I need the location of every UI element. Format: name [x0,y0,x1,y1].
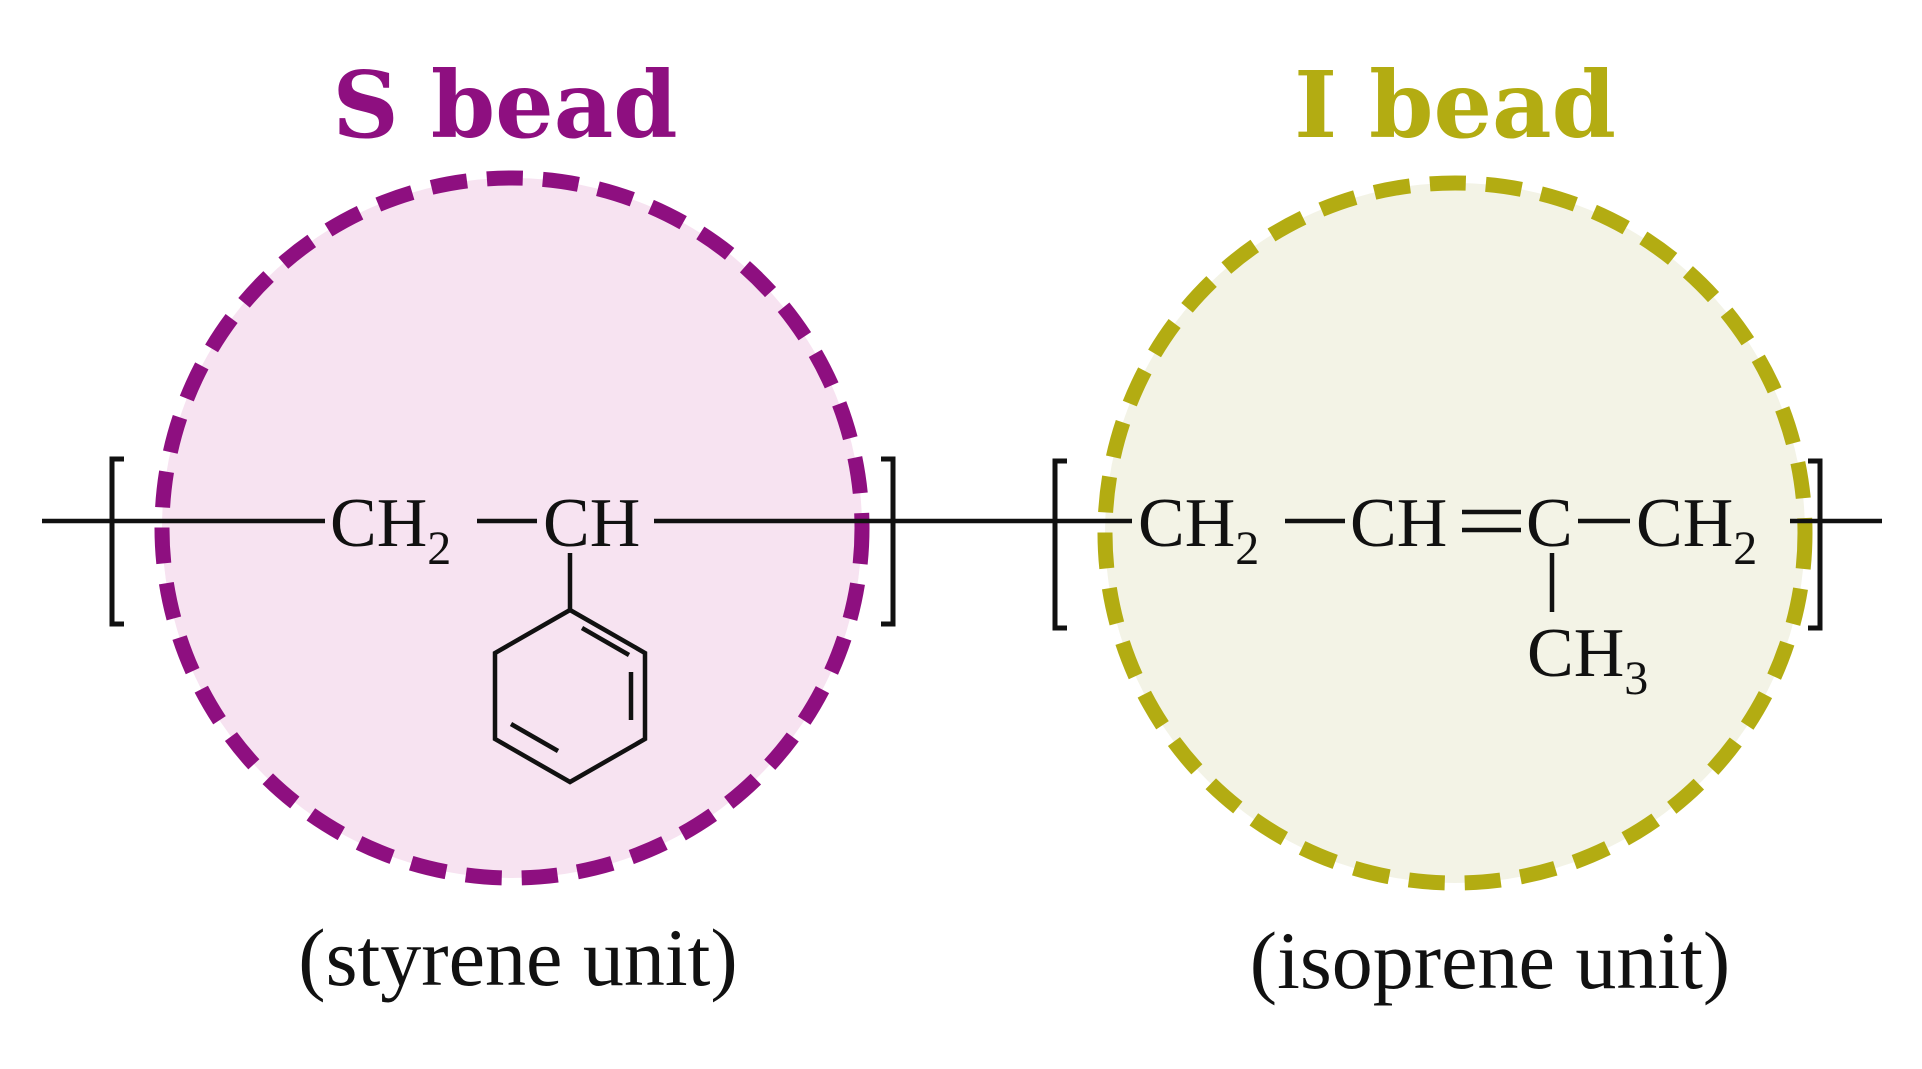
i-bead-caption: (isoprene unit) [1250,915,1730,1006]
phenyl-double-bond-3 [509,722,560,753]
s-left-bracket [109,456,124,627]
i-bead-group: I bead CH2 CH C CH2 CH3 [1052,51,1882,1006]
i-ch3-label: CH3 [1527,615,1648,705]
s-right-bracket [881,456,896,627]
phenyl-hexagon [492,607,648,785]
i-bead-circle [1097,175,1813,891]
i-ch2-right-label: CH2 [1636,485,1757,575]
i-c-label: C [1526,485,1573,562]
i-bead-title: I bead [1294,51,1616,159]
s-bead-title: S bead [332,51,677,159]
i-ch-label: CH [1350,485,1447,562]
s-ch2-label: CH2 [330,485,451,575]
s-ch-label: CH [543,485,640,562]
i-left-bracket [1052,458,1067,631]
phenyl-double-bond-1 [580,626,631,657]
i-right-bracket [1808,458,1823,631]
phenyl-ring [492,607,648,785]
s-bead-caption: (styrene unit) [298,912,737,1003]
i-ch2-left-label: CH2 [1138,485,1259,575]
s-bead-group: S bead CH2 CH (styrene unit) [42,51,1082,1003]
s-bead-circle [154,170,870,886]
